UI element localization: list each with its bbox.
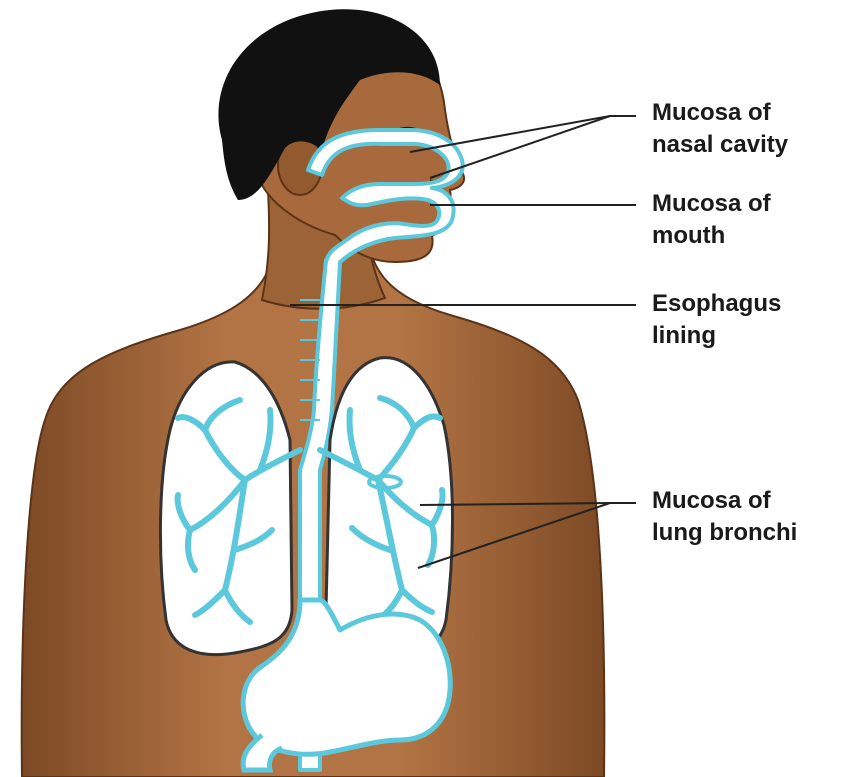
- label-nasal-line1: Mucosa of: [652, 97, 788, 129]
- label-nasal-line2: nasal cavity: [652, 129, 788, 161]
- label-mouth-line2: mouth: [652, 220, 771, 252]
- label-bronchi-line2: lung bronchi: [652, 517, 797, 549]
- label-esophagus: Esophagus lining: [652, 288, 781, 352]
- label-esophagus-line2: lining: [652, 320, 781, 352]
- label-mouth-line1: Mucosa of: [652, 188, 771, 220]
- label-bronchi-line1: Mucosa of: [652, 485, 797, 517]
- label-bronchi: Mucosa of lung bronchi: [652, 485, 797, 549]
- label-nasal-cavity: Mucosa of nasal cavity: [652, 97, 788, 161]
- label-esophagus-line1: Esophagus: [652, 288, 781, 320]
- label-mouth: Mucosa of mouth: [652, 188, 771, 252]
